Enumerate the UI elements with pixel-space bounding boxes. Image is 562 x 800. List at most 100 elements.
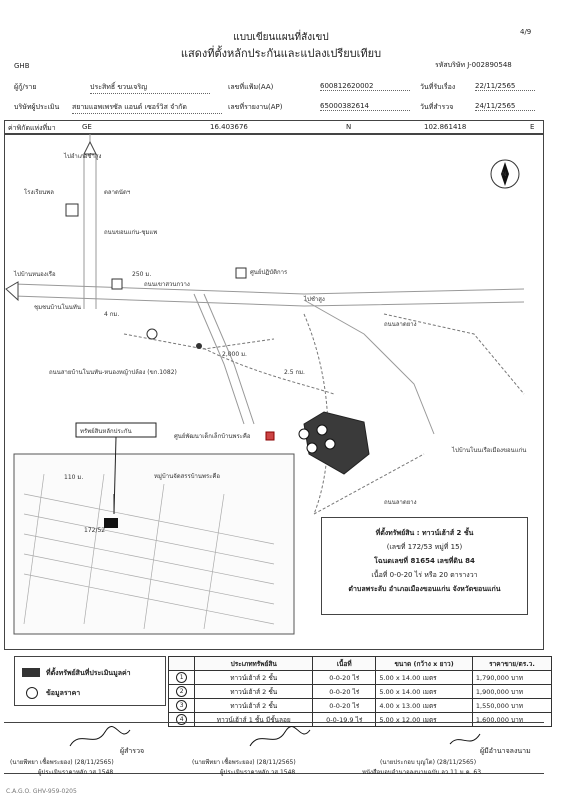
sig1-role: ผู้สำรวจ bbox=[120, 747, 145, 755]
site-plan bbox=[13, 453, 295, 635]
coords-n: N bbox=[346, 123, 352, 131]
title-line1: แบบเขียนแผนที่สังเขป bbox=[233, 32, 329, 43]
loc-line3: โฉนดเลขที่ 81654 เลขที่ดิน 84 bbox=[374, 557, 475, 565]
village-label: ชุมชนบ้านโนนทัน bbox=[34, 303, 81, 311]
row-area: 0-0-19.9 ไร่ bbox=[312, 712, 377, 727]
row-area: 0-0-20 ไร่ bbox=[312, 684, 377, 699]
legend-compare: ข้อมูลราคา bbox=[46, 689, 81, 697]
sig3-name: (นายประกอบ บุญโต) (28/11/2565) bbox=[380, 759, 477, 766]
coords-lon: 102.861418 bbox=[424, 123, 467, 131]
location-box: ที่ตั้งทรัพย์สิน : ทาวน์เฮ้าส์ 2 ชั้น (เ… bbox=[321, 517, 528, 615]
sig2-title: ผู้ประเมินราคาหลัก วส.1548 bbox=[220, 769, 296, 776]
footer-code: C.A.G.O. GHV-959-0205 bbox=[6, 788, 77, 795]
police-label: ถนนเขาสวนกวาง bbox=[144, 281, 190, 288]
row-type: ทาวน์เฮ้าส์ 2 ชั้น bbox=[194, 670, 314, 685]
collateral-label: ทรัพย์สินหลักประกัน bbox=[80, 427, 132, 435]
receive-date-value: 22/11/2565 bbox=[475, 82, 535, 91]
row-type: ทาวน์เฮ้าส์ 2 ชั้น bbox=[194, 684, 314, 699]
west-road-label: ไปบ้านหนองเรือ bbox=[13, 270, 56, 278]
legend-box bbox=[14, 656, 166, 706]
dist2-label: 4 กม. bbox=[104, 311, 119, 318]
coords-e: E bbox=[530, 123, 535, 131]
market-label: ตลาดนัดฯ bbox=[104, 189, 130, 196]
row-price: 1,550,000 บาท bbox=[471, 698, 553, 713]
center-label: ศูนย์พัฒนาเด็กเล็กบ้านพระคือ bbox=[174, 431, 251, 440]
rd-label: ถนนสายบ้านโนนทัน-หนองหญ้าปล้อง (ขก.1082) bbox=[49, 368, 177, 376]
survey-date-label: วันที่สำรวจ bbox=[420, 103, 454, 111]
app-no-label: เลขที่แฟ้ม(AA) bbox=[228, 83, 274, 91]
table-row: 2 ทาวน์เฮ้าส์ 2 ชั้น 0-0-20 ไร่ 5.00 x 1… bbox=[167, 684, 553, 699]
receive-date-label: วันที่รับเรื่อง bbox=[420, 83, 456, 91]
plan-title: หมู่บ้านจัดสรรบ้านพระคือ bbox=[154, 472, 220, 480]
legend-collateral: ที่ตั้งทรัพย์สินที่ประเมินมูลค่า bbox=[46, 669, 131, 677]
th-area: เนื้อที่ bbox=[312, 656, 377, 671]
loc-line4: เนื้อที่ 0-0-20 ไร่ หรือ 20 ตารางวา bbox=[371, 571, 478, 579]
sig3-title: หนังสือมอบอำนาจลงนามฉบับ ลว.11 ม.ค. 63 bbox=[362, 769, 482, 776]
row-price: 1,900,000 บาท bbox=[471, 684, 553, 699]
school-label: โรงเรียนพล bbox=[24, 188, 54, 196]
coords-lat: 16.403676 bbox=[210, 123, 248, 131]
map-frame bbox=[4, 134, 544, 650]
road-khonkaen-label: ถนนขอนแก่น-ชุมแพ bbox=[104, 229, 157, 236]
to-temple-label: ไปบ้านโนนเรือเมืองขอนแก่น bbox=[451, 446, 526, 454]
loc-line2: (เลขที่ 172/53 หมู่ที่ 15) bbox=[386, 543, 463, 551]
borrower-label: ผู้กู้/ราย bbox=[14, 83, 37, 91]
row-type: ทาวน์เฮ้าส์ 2 ชั้น bbox=[194, 698, 314, 713]
road-a-label: ถนนลาดยาง bbox=[384, 321, 417, 328]
sig1-title: ผู้ประเมินราคาหลัก วส.1548 bbox=[38, 769, 114, 776]
coords-label: ค่าพิกัดแห่งที่มา bbox=[8, 124, 56, 132]
svg-text:N: N bbox=[502, 171, 507, 178]
row-size: 5.00 x 14.00 เมตร bbox=[375, 684, 473, 699]
len1-label: 110 ม. bbox=[64, 474, 83, 481]
east-road-label: ไปชำสูง bbox=[303, 295, 325, 303]
comparison-table: ประเภททรัพย์สิน เนื้อที่ ขนาด (กว้าง x ย… bbox=[167, 656, 553, 727]
sig3-role: ผู้มีอำนาจลงนาม bbox=[480, 747, 531, 755]
row-price: 1,790,000 บาท bbox=[471, 670, 553, 685]
row-no: 3 bbox=[176, 700, 188, 711]
ghb-label: GHB bbox=[14, 62, 30, 70]
row-area: 0-0-20 ไร่ bbox=[312, 698, 377, 713]
borrower-value: ประสิทธิ์ ขวนเจริญ bbox=[90, 82, 210, 94]
row-size: 5.00 x 14.00 เมตร bbox=[375, 670, 473, 685]
th-no bbox=[167, 656, 196, 671]
table-row: 4 ทาวน์เฮ้าส์ 1 ชั้น มีชั้นลอย 0-0-19.9 … bbox=[167, 712, 553, 727]
survey-date-value: 24/11/2565 bbox=[475, 102, 535, 111]
legend-compare-icon bbox=[26, 687, 38, 699]
row-price: 1,600,000 บาท bbox=[471, 712, 553, 727]
signature-scribble bbox=[69, 726, 481, 747]
coords-row bbox=[4, 120, 544, 134]
road-b-label: ถนนลาดยาง bbox=[384, 499, 417, 506]
th-size: ขนาด (กว้าง x ยาว) bbox=[375, 656, 473, 671]
plot-label: 172/52 bbox=[84, 527, 105, 534]
app-no-value: 600812620002 bbox=[320, 82, 410, 91]
row-no: 4 bbox=[176, 714, 188, 725]
row-no: 1 bbox=[176, 672, 188, 683]
loc-line1: ที่ตั้งทรัพย์สิน : ทาวน์เฮ้าส์ 2 ชั้น bbox=[375, 529, 474, 537]
row-size: 4.00 x 13.00 เมตร bbox=[375, 698, 473, 713]
th-price: ราคาขาย/ตร.ว. bbox=[471, 656, 553, 671]
location-map: N ไปอำเภอชำสูง ไปบ้านหนองเรือ ไปชำสูง โร… bbox=[5, 134, 526, 635]
table-row: 1 ทาวน์เฮ้าส์ 2 ชั้น 0-0-20 ไร่ 5.00 x 1… bbox=[167, 670, 553, 685]
legend-collateral-swatch bbox=[22, 668, 40, 677]
loc-line5: ตำบลพระลับ อำเภอเมืองขอนแก่น จังหวัดขอนแ… bbox=[348, 585, 501, 593]
coords-ge: GE bbox=[82, 123, 92, 131]
row-no: 2 bbox=[176, 686, 188, 697]
company-value: สยามแอพเพรซัล แอนด์ เซอร์วิส จำกัด bbox=[72, 102, 222, 114]
th-type: ประเภททรัพย์สิน bbox=[194, 656, 314, 671]
row-area: 0-0-20 ไร่ bbox=[312, 670, 377, 685]
appraisal-no-value: 65000382614 bbox=[320, 102, 410, 111]
sig2-name: (นายพีทยา เชื้อพระยอง) (28/11/2565) bbox=[192, 759, 296, 766]
sig1-name: (นายพีทยา เชื้อพระยอง) (28/11/2565) bbox=[10, 759, 114, 766]
company-code: รหัสบริษัท J-002890548 bbox=[435, 61, 512, 69]
table-row: 3 ทาวน์เฮ้าส์ 2 ชั้น 0-0-20 ไร่ 4.00 x 1… bbox=[167, 698, 553, 713]
dist4-label: 2.5 กม. bbox=[284, 369, 305, 376]
company-label: บริษัทผู้ประเมิน bbox=[14, 103, 60, 111]
north-road-label: ไปอำเภอชำสูง bbox=[63, 152, 102, 160]
dist1-label: 250 ม. bbox=[132, 271, 151, 278]
dist3-label: 2,000 ม. bbox=[222, 351, 247, 358]
signature-box bbox=[4, 722, 544, 774]
title-line2: แสดงที่ตั้งหลักประกันและแปลงเปรียบเทียบ bbox=[180, 47, 382, 60]
page-number: 4/9 bbox=[520, 28, 532, 36]
appraisal-no-label: เลขที่รายงาน(AP) bbox=[228, 103, 283, 111]
health-label: ศูนย์ปฏิบัติการ bbox=[250, 268, 288, 276]
